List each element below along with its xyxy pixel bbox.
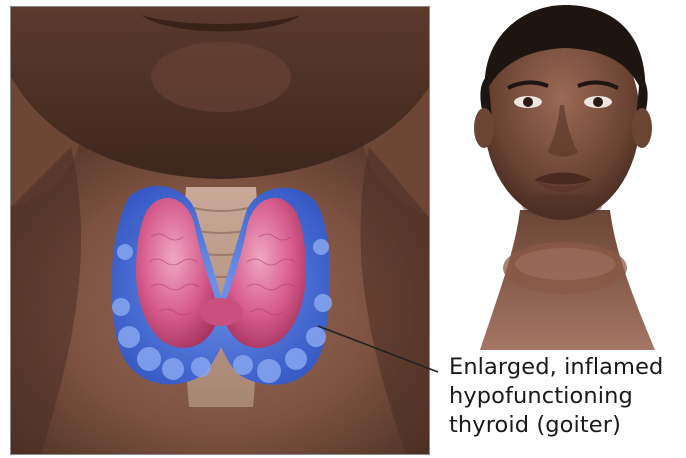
thyroid-isthmus [199,298,243,326]
goiter-caption: Enlarged, inflamed hypofunctioning thyro… [449,353,685,440]
neck-closeup-drawing [11,7,429,454]
caption-line-3: thyroid (goiter) [449,411,685,440]
caption-line-2: hypofunctioning [449,382,685,411]
patient-portrait [440,0,686,350]
portrait-drawing [440,0,686,350]
caption-line-1: Enlarged, inflamed [449,353,685,382]
neck-closeup-panel [10,6,430,455]
